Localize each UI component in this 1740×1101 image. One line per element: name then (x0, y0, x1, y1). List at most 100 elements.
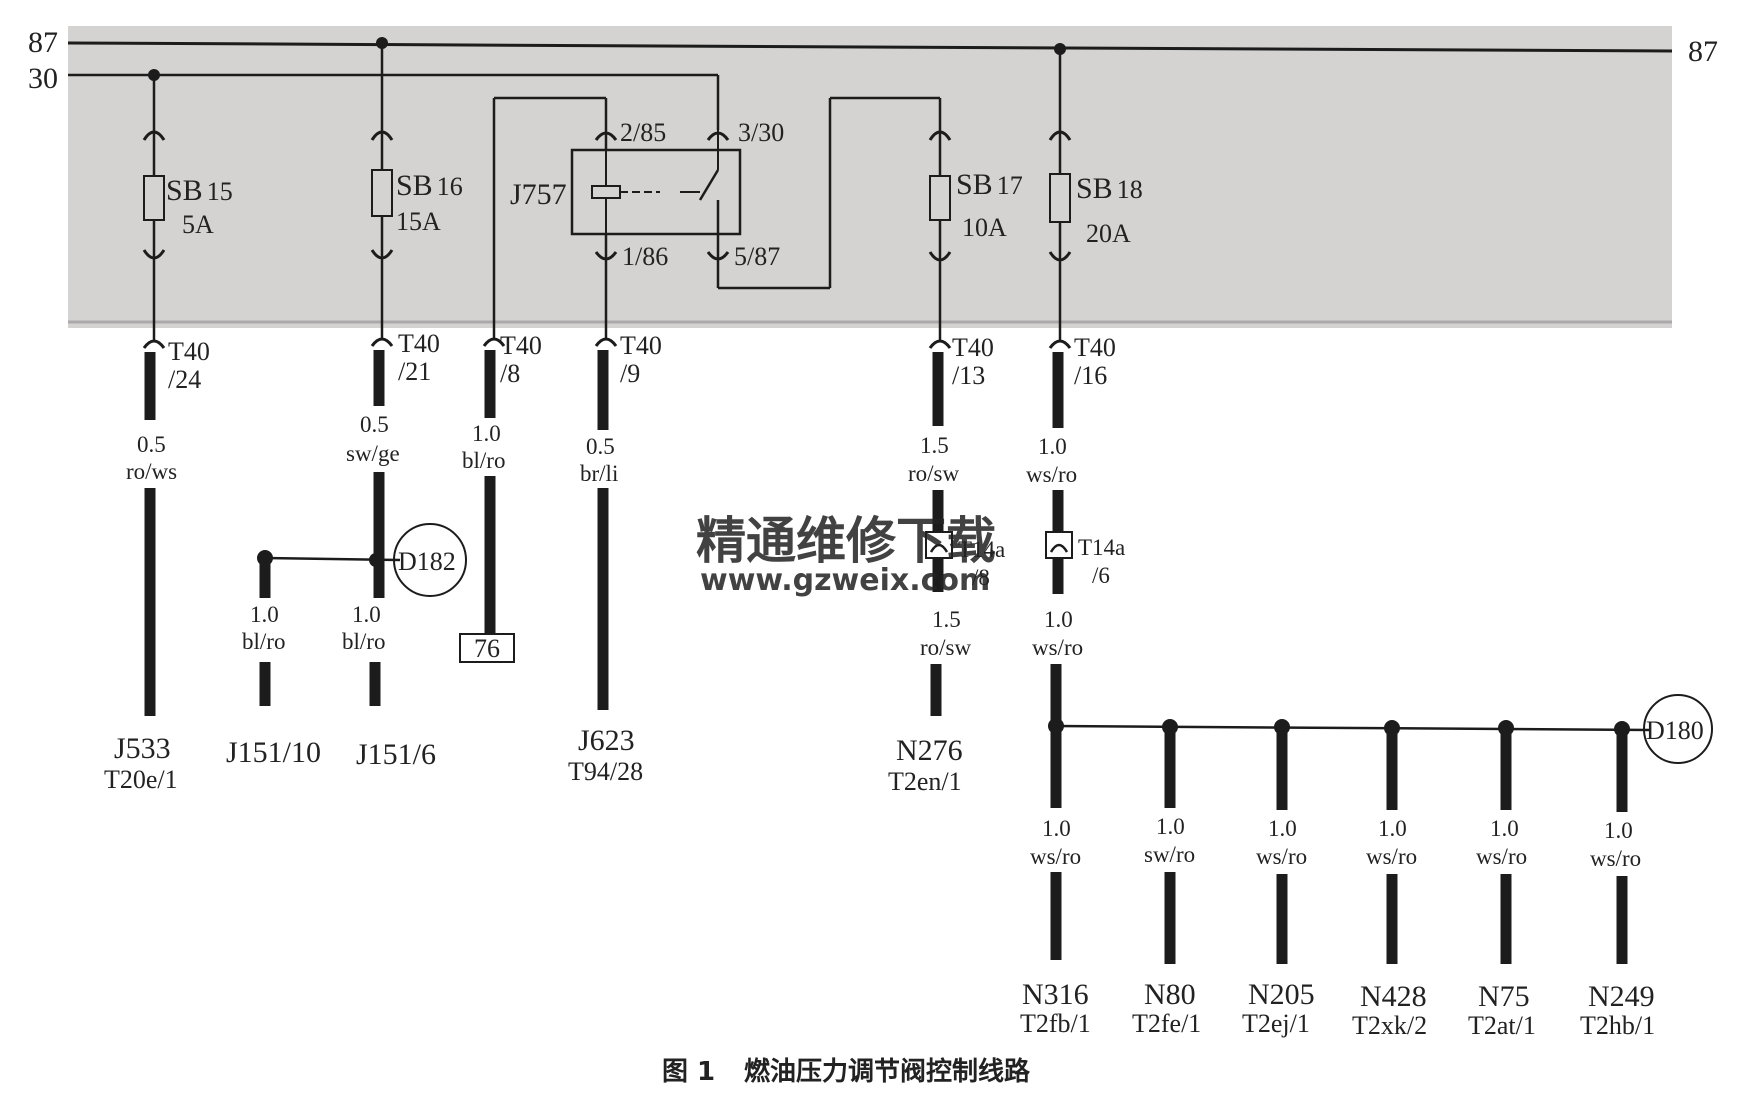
connector-t14a-6-a: T14a (1078, 535, 1125, 560)
plug-symbol (142, 249, 166, 260)
connector-t40-13-b: /13 (952, 361, 985, 390)
component-n316: N316 (1022, 978, 1089, 1011)
wire-label-color: ro/sw (908, 461, 960, 486)
plug-symbol (1048, 339, 1072, 349)
wire-label-color: sw/ro (1144, 842, 1195, 867)
junction-dot (1048, 718, 1064, 734)
wire-label-size: 1.0 (1038, 434, 1067, 459)
component-j151-10: J151/10 (226, 736, 321, 769)
fuse-sb15-rating: 5A (182, 210, 214, 239)
plug-symbol (1048, 251, 1072, 262)
ref-76-box (459, 633, 515, 663)
watermark-url: www.gzweix.com (700, 563, 990, 598)
connector-t14a-8-a: T14a (958, 537, 1005, 562)
wire-label-size: 1.0 (1268, 816, 1297, 841)
wire-label-size: 1.0 (1156, 814, 1185, 839)
component-j533: J533 (114, 732, 171, 765)
wire-label-color: ws/ro (1366, 844, 1417, 869)
plug-symbol (706, 131, 730, 141)
relay-pin-2-85: 2/85 (620, 118, 666, 147)
connector-t40-9-b: /9 (620, 359, 640, 388)
relay-j757-label: J757 (510, 178, 567, 211)
component-j623-pin: T94/28 (568, 757, 643, 786)
wire-label-size: 1.5 (920, 433, 949, 458)
component-n249: N249 (1588, 980, 1655, 1013)
component-n276: N276 (896, 734, 963, 767)
relay-j757-box (570, 148, 742, 236)
connector-t40-24-a: T40 (168, 337, 210, 366)
wire-label-color: ro/ws (126, 459, 177, 484)
component-n75-pin: T2at/1 (1468, 1011, 1536, 1040)
rail-87-label-right: 87 (1688, 35, 1718, 68)
fuse-sb18-rating: 20A (1086, 219, 1131, 248)
plug-symbol (1048, 130, 1072, 141)
fuse-sb17-rating: 10A (962, 213, 1007, 242)
wire-label-color: ws/ro (1590, 846, 1641, 871)
ref-76-label: 76 (474, 634, 500, 663)
component-n316-pin: T2fb/1 (1020, 1009, 1091, 1038)
component-n276-pin: T2en/1 (888, 767, 962, 796)
plug-symbol (142, 339, 166, 349)
plug-symbol (482, 337, 506, 347)
wire-sb16 (369, 350, 385, 706)
plug-symbol (370, 130, 394, 141)
splice-d180 (1643, 694, 1713, 764)
plug-symbol (706, 251, 730, 261)
wire-label-color: sw/ge (346, 441, 400, 466)
component-n428: N428 (1360, 980, 1427, 1013)
plug-symbol (928, 339, 952, 349)
plug-symbol (594, 337, 618, 347)
rail-87-label-left: 87 (28, 26, 58, 59)
component-n249-pin: T2hb/1 (1580, 1011, 1655, 1040)
component-n75: N75 (1478, 980, 1530, 1013)
wire-label-size: 0.5 (586, 434, 615, 459)
component-j623: J623 (578, 724, 635, 757)
wire-label-size: 0.5 (360, 412, 389, 437)
wire-label-color: ws/ro (1026, 462, 1077, 487)
relay-pin-1-86: 1/86 (622, 242, 668, 271)
wire-label-size: 1.0 (1042, 816, 1071, 841)
fuse-sb15-symbol (143, 175, 165, 221)
connector-t40-21-b: /21 (398, 357, 431, 386)
connector-t40-8-a: T40 (500, 331, 542, 360)
wire-label-size: 1.0 (1490, 816, 1519, 841)
connector-t40-24-b: /24 (168, 365, 201, 394)
relay-panel (68, 26, 1672, 328)
component-j533-pin: T20e/1 (104, 765, 178, 794)
connector-t14a-6-b: /6 (1092, 563, 1110, 588)
plug-symbol (370, 249, 394, 260)
rail-87 (67, 41, 1673, 53)
connector-t40-16-a: T40 (1074, 333, 1116, 362)
wire-label-color: ro/sw (920, 635, 972, 660)
component-j151-6: J151/6 (356, 738, 436, 771)
wire-label-color: bl/ro (462, 448, 505, 473)
wire-label-color: bl/ro (342, 629, 385, 654)
fuse-sb17-symbol (929, 175, 951, 221)
wire-label-color: ws/ro (1032, 635, 1083, 660)
figure-title: 燃油压力调节阀控制线路 (744, 1056, 1031, 1087)
splice-d182-label: D182 (398, 547, 456, 576)
splice-bus-d180 (1055, 724, 1651, 732)
plug-symbol (928, 251, 952, 262)
component-n205: N205 (1248, 978, 1315, 1011)
wire-label-color: ws/ro (1476, 844, 1527, 869)
watermark-text: 精通维修下载 (696, 512, 996, 570)
plug-symbol (594, 251, 618, 261)
junction-dot (1614, 721, 1630, 737)
connector-t14a-8-b: /8 (972, 565, 990, 590)
wire-label-color: bl/ro (242, 629, 285, 654)
wire-label-color: ws/ro (1030, 844, 1081, 869)
component-n80-pin: T2fe/1 (1132, 1009, 1201, 1038)
component-n205-pin: T2ej/1 (1242, 1009, 1310, 1038)
relay-pin-3-30: 3/30 (738, 118, 784, 147)
wire-label-color: br/li (580, 461, 618, 486)
connector-t40-8-b: /8 (500, 359, 520, 388)
wire-label-size: 1.5 (932, 607, 961, 632)
wire-label-size: 1.0 (472, 421, 501, 446)
connector-t40-9-a: T40 (620, 331, 662, 360)
connector-t40-13-a: T40 (952, 333, 994, 362)
wire-label-size: 1.0 (1604, 818, 1633, 843)
